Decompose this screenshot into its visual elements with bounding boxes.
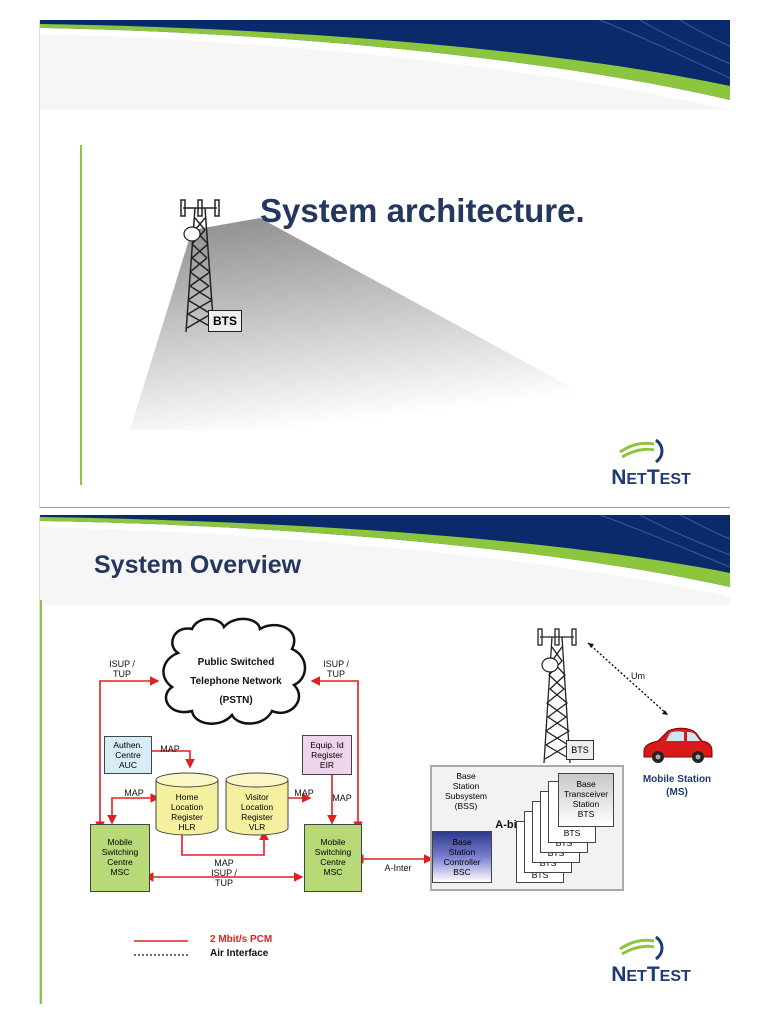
- vlr-database-icon: [225, 772, 289, 836]
- slide-title: System architecture.: [260, 192, 585, 229]
- logo-wordmark: NETTEST: [611, 963, 691, 986]
- map-label-auc: MAP: [160, 744, 180, 754]
- legend-pcm-label: 2 Mbit/s PCM: [210, 934, 273, 945]
- slide-system-overview: System Overview: [39, 515, 730, 1004]
- a-bis-label: A-bis: [495, 819, 523, 831]
- map-label-eir: MAP: [332, 793, 352, 803]
- logo-swoosh-icon: [619, 935, 664, 961]
- um-label: Um: [631, 671, 645, 681]
- header-banner: [40, 515, 730, 605]
- map-label-vlr: MAP: [294, 788, 314, 798]
- tower-bts-box: BTS: [566, 740, 594, 760]
- mobile-station-label: Mobile Station(MS): [642, 774, 712, 798]
- bts-box: BTS: [208, 310, 242, 332]
- hlr-database-icon: [155, 772, 219, 836]
- slide-system-architecture: BTS System architecture. NETTEST: [39, 20, 730, 508]
- nettest-logo: NETTEST: [596, 438, 706, 498]
- map-label-hlr: MAP: [124, 788, 144, 798]
- slide-title: System Overview: [94, 551, 302, 579]
- legend-air-label: Air Interface: [210, 948, 269, 959]
- logo-wordmark: NETTEST: [611, 466, 691, 489]
- a-inter-label: A-Inter: [384, 863, 412, 873]
- antenna-tower-icon: [537, 628, 577, 764]
- accent-line: [40, 600, 42, 1004]
- nettest-logo: NETTEST: [596, 935, 706, 995]
- accent-line: [80, 145, 82, 485]
- car-icon: [643, 727, 713, 763]
- isup-tup-left-label: ISUP /TUP: [109, 659, 135, 679]
- header-banner: [40, 20, 730, 110]
- isup-tup-right-label: ISUP /TUP: [323, 659, 349, 679]
- logo-swoosh-icon: [619, 438, 664, 464]
- coverage-beam: [130, 218, 650, 430]
- pstn-cloud-icon: [162, 617, 307, 725]
